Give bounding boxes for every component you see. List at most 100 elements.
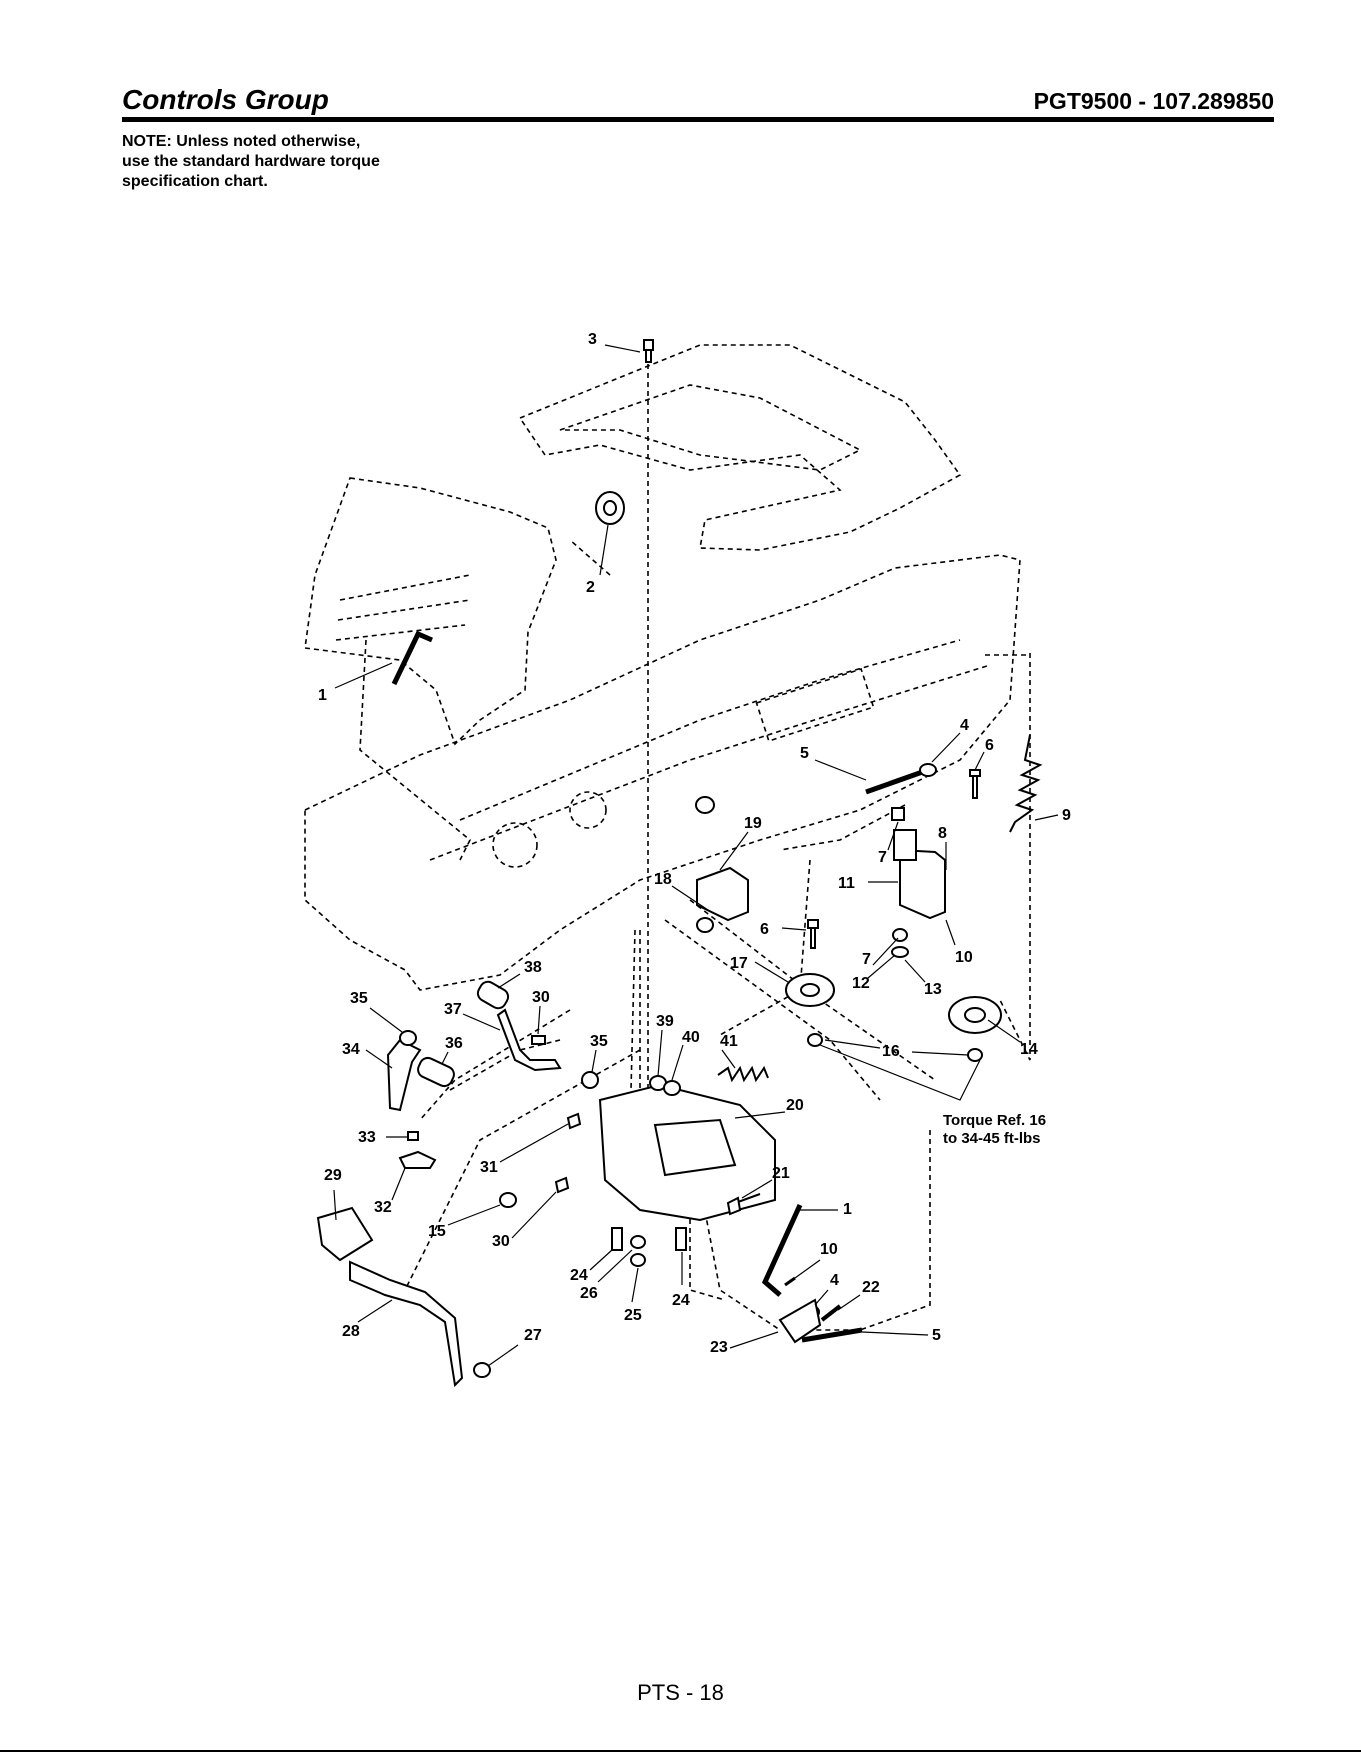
leader-41 (722, 1050, 735, 1068)
leader-9 (1035, 815, 1058, 820)
pedal-pad-29 (318, 1208, 372, 1260)
idler-arm-11-post (894, 830, 916, 860)
leader-36 (442, 1052, 448, 1064)
callout-10: 10 (955, 949, 973, 966)
callout-30: 30 (492, 1233, 510, 1250)
spring-9 (1010, 735, 1040, 832)
callout-13: 13 (924, 981, 942, 998)
callout-17: 17 (730, 955, 748, 972)
nut-7-lower (893, 929, 907, 941)
callout-31: 31 (480, 1159, 498, 1176)
nut-40 (664, 1081, 680, 1095)
callout-7-lower: 7 (862, 951, 871, 968)
callout-12: 12 (852, 975, 870, 992)
leader-22 (838, 1295, 860, 1310)
frame-top-rail (460, 640, 960, 820)
callout-6-lower: 6 (760, 921, 769, 938)
dash-panel-outline (520, 345, 960, 550)
callout-2: 2 (586, 579, 595, 596)
bolt-24-left (612, 1228, 622, 1250)
leader-torque (820, 1045, 980, 1100)
callout-24: 24 (570, 1267, 588, 1284)
callout-35-middle: 35 (590, 1033, 608, 1050)
callout-8: 8 (938, 825, 947, 842)
bolt-30-lower (556, 1178, 568, 1192)
bolt-24-right (676, 1228, 686, 1250)
callout-10-lower: 10 (820, 1241, 838, 1258)
nut-16-left (808, 1034, 822, 1046)
callout-1-lower: 1 (843, 1201, 852, 1218)
callout-27: 27 (524, 1327, 542, 1344)
leader-40 (672, 1045, 683, 1080)
pedal-bracket-20-plate (655, 1120, 735, 1175)
grommet-2-inner (604, 501, 616, 515)
callout-29: 29 (324, 1167, 342, 1184)
torque-line-2: to 34-45 ft-lbs (943, 1130, 1046, 1148)
callout-21: 21 (772, 1165, 790, 1182)
solid-parts (318, 340, 1040, 1385)
callout-4-lower: 4 (830, 1272, 839, 1289)
lever-34 (388, 1040, 420, 1110)
lever-bar-37 (498, 1010, 560, 1070)
callout-16: 16 (882, 1043, 900, 1060)
nut-25 (631, 1254, 645, 1266)
frame-hole (493, 823, 537, 867)
callout-39: 39 (656, 1013, 674, 1030)
callout-24-right: 24 (672, 1292, 690, 1309)
callout-33: 33 (358, 1129, 376, 1146)
leader-3 (605, 345, 640, 352)
rod-1-lower (765, 1205, 800, 1295)
leader-6b (782, 928, 806, 930)
callout-26: 26 (580, 1285, 598, 1302)
leader-28 (358, 1300, 392, 1322)
leader-1a (335, 663, 392, 688)
leader-35a (370, 1008, 402, 1032)
callout-32: 32 (374, 1199, 392, 1216)
nut-15 (500, 1193, 516, 1207)
callout-37: 37 (444, 1001, 462, 1018)
nut-16-right (968, 1049, 982, 1061)
callout-22: 22 (862, 1279, 880, 1296)
pin-22 (822, 1306, 840, 1320)
leader-5b (862, 1332, 928, 1335)
nut-27 (474, 1363, 490, 1377)
leader-13 (905, 960, 925, 982)
leader-37 (463, 1014, 500, 1030)
leader-38 (498, 974, 520, 988)
leader-19 (720, 832, 748, 870)
leader-10a (946, 920, 955, 945)
leader-35b (592, 1050, 596, 1072)
callout-23: 23 (710, 1339, 728, 1356)
bolt-6-lower (808, 920, 818, 948)
callout-5: 5 (800, 745, 809, 762)
leader-4a (932, 733, 960, 762)
callout-11: 11 (838, 875, 855, 892)
leader-23 (730, 1332, 778, 1348)
guide-line-pulley-2 (665, 920, 880, 1100)
callout-36: 36 (445, 1035, 463, 1052)
callout-6: 6 (985, 737, 994, 754)
leader-27 (488, 1345, 518, 1366)
callout-34: 34 (342, 1041, 360, 1058)
leader-32 (392, 1168, 405, 1200)
callout-18: 18 (654, 871, 672, 888)
bolt-6-upper (970, 770, 980, 798)
leader-24a (590, 1250, 612, 1270)
callout-40: 40 (682, 1029, 700, 1046)
callout-4: 4 (960, 717, 969, 734)
rod-1-upper (394, 634, 432, 684)
grip-36 (415, 1055, 456, 1088)
pin-10-lower (785, 1278, 795, 1285)
callout-1: 1 (318, 687, 327, 704)
leader-39 (658, 1030, 662, 1076)
leader-14 (988, 1020, 1020, 1042)
frame-slot (757, 669, 874, 741)
frame-outline (305, 555, 1020, 990)
callout-15: 15 (428, 1223, 446, 1240)
leader-31 (500, 1124, 568, 1162)
washer-4 (920, 764, 936, 776)
torque-line-1: Torque Ref. 16 (943, 1112, 1046, 1130)
spring-41 (718, 1068, 768, 1080)
nut-18 (696, 797, 714, 813)
